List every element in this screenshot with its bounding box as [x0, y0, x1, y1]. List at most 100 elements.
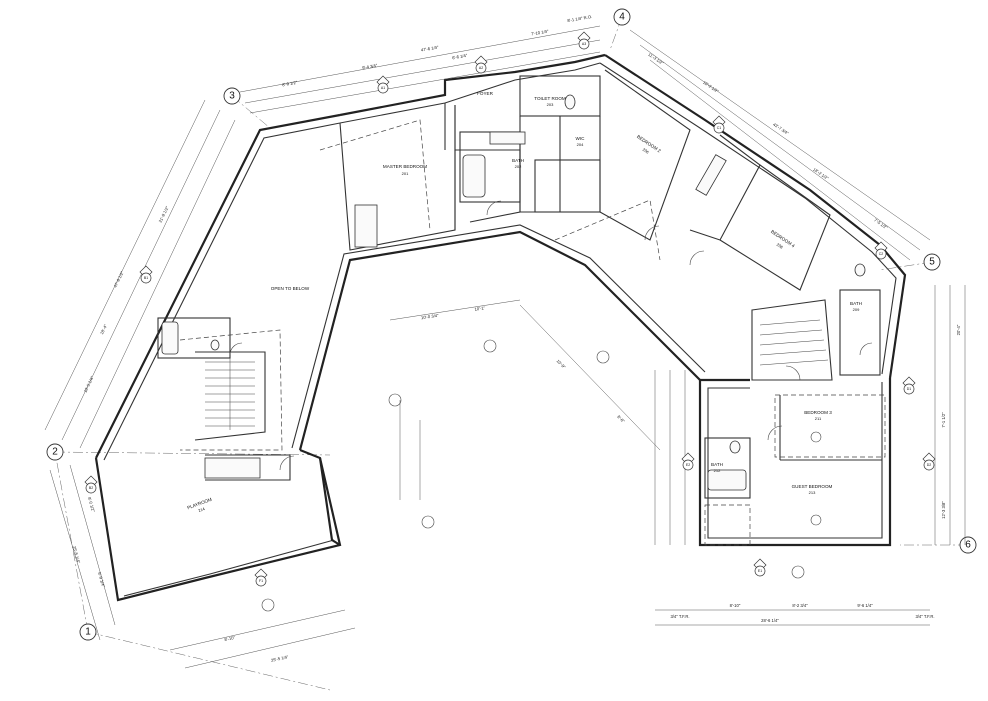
- dim-bottom-b: 8'-2 3/4": [792, 603, 808, 608]
- room-wic: WIC: [576, 136, 586, 141]
- svg-text:C1: C1: [717, 126, 722, 130]
- bath-4-toilet: [854, 263, 866, 277]
- dim-corridor-a: 10'-0 3/4": [421, 313, 440, 320]
- dim-low-left-a: 8'-0 1/2": [87, 497, 96, 514]
- room-open-to-below: OPEN TO BELOW: [271, 286, 310, 291]
- guest-toilet: [729, 440, 741, 454]
- svg-text:D2: D2: [927, 463, 932, 467]
- dim-bottom-tfr-r: 3/4" T.F.R.: [915, 614, 934, 619]
- svg-text:E2: E2: [686, 463, 690, 467]
- tag-e1: E1: [753, 558, 767, 577]
- dim-bottom-overall: 28'-6 1/4": [761, 618, 779, 623]
- section-tags: A1 A2 A3 B1 B2 C1 C2 D1 D2 E1 E2 F1: [84, 31, 936, 612]
- room-labels: MASTER BEDROOM 201 BATH 202 TOILET ROOM …: [187, 91, 862, 513]
- room-bath-4-num: 209: [853, 307, 860, 312]
- svg-text:3: 3: [229, 91, 235, 102]
- stair: [205, 319, 829, 430]
- svg-text:C2: C2: [879, 252, 884, 256]
- dim-top-e: 8'-1 1/4" R.O.: [567, 14, 593, 23]
- grid-bubble-2: 2: [46, 443, 64, 461]
- fixtures: [161, 94, 866, 491]
- grid-bubble-3: 3: [223, 87, 241, 105]
- dim-right-stack-c: 7'-1 1/2": [941, 412, 946, 428]
- dim-bottom-tfr-l: 3/4" T.F.R.: [670, 614, 689, 619]
- dim-right-d: 11'-3 1/2": [647, 52, 665, 66]
- playroom-cabinet: [204, 457, 261, 479]
- dim-top-b: 9'-4 3/4": [362, 63, 378, 71]
- stair-bath-tub: [161, 321, 179, 355]
- room-wic-num: 204: [577, 142, 584, 147]
- dim-bottom-c: 9'-6 1/4": [857, 603, 873, 608]
- dimension-lines: [44, 25, 966, 669]
- dim-low-left-overall: 25'-5 1/4": [72, 545, 82, 564]
- tag-a3: A3: [577, 31, 591, 50]
- dim-left-overall: 47'-8 1/2": [113, 270, 125, 289]
- svg-text:F1: F1: [259, 579, 263, 583]
- grid-bubble-1: 1: [79, 623, 97, 641]
- grid-bubble-6: 6: [959, 536, 977, 554]
- svg-text:2: 2: [52, 447, 58, 458]
- tag-a2: A2: [474, 55, 488, 74]
- tag-d2: D2: [922, 452, 936, 471]
- ref-marker-g: [810, 431, 822, 443]
- grid-bubble-5: 5: [923, 253, 941, 271]
- svg-text:D1: D1: [907, 387, 912, 391]
- room-bath-guest: BATH: [711, 462, 723, 467]
- tag-e2: E2: [681, 452, 695, 471]
- door-swings: [229, 200, 873, 471]
- dim-top-d: 7'-10 1/4": [531, 28, 550, 36]
- tag-f1: F1: [254, 568, 268, 587]
- grid-bubble-4: 4: [613, 8, 631, 26]
- dim-right-a: 10'-2 1/2": [702, 80, 720, 94]
- svg-text:6: 6: [965, 540, 971, 551]
- interior-partitions: [157, 69, 882, 499]
- dim-top-overall: 47'-6 1/4": [421, 44, 440, 52]
- dim-left-b: 10'-5 1/4": [83, 375, 95, 394]
- room-guest-bedroom-num: 213: [809, 490, 816, 495]
- dim-bottom-skew-a: 8'-10": [224, 635, 236, 642]
- dim-bottom-a: 8'-10": [730, 603, 741, 608]
- svg-text:E1: E1: [758, 569, 762, 573]
- dim-low-left-b: 6'-9 1/4": [97, 572, 106, 589]
- dim-bottom-skew-b: 25'-5 1/4": [271, 654, 290, 663]
- dim-right-stack-b: 12'-3 3/8": [941, 501, 946, 519]
- room-bath-guest-num: 212: [714, 468, 721, 473]
- room-bedroom-2-num: 206: [642, 147, 651, 155]
- svg-text:A1: A1: [381, 86, 385, 90]
- tag-b2: B2: [84, 475, 98, 494]
- room-master-bedroom: MASTER BEDROOM: [383, 164, 427, 169]
- ref-marker-h: [810, 514, 822, 526]
- dim-right-c: 7'-5 1/2": [873, 217, 889, 230]
- svg-text:B2: B2: [89, 486, 93, 490]
- svg-text:5: 5: [929, 257, 935, 268]
- dashed-outlines: [179, 119, 886, 546]
- ref-marker-b: [596, 350, 610, 364]
- dim-top-c: 6'-6 1/4": [452, 53, 468, 61]
- tag-d1: D1: [902, 376, 916, 395]
- ref-marker-e: [261, 598, 275, 612]
- room-toilet: TOILET ROOM: [534, 96, 566, 101]
- tag-c1: C1: [712, 115, 726, 134]
- bedroom-4-vanity: [695, 154, 727, 196]
- ref-marker-a: [483, 339, 497, 353]
- master-desk: [354, 204, 378, 248]
- master-toilet: [564, 94, 576, 110]
- ref-marker-c: [388, 393, 402, 407]
- svg-text:B1: B1: [144, 276, 148, 280]
- room-master-bedroom-num: 201: [402, 171, 409, 176]
- room-bedroom-3-num: 211: [815, 416, 822, 421]
- guest-tub: [707, 469, 747, 491]
- master-tub: [462, 154, 486, 198]
- tag-c2: C2: [874, 241, 888, 260]
- room-foyer: FOYER: [477, 91, 494, 96]
- dim-corridor-c: 10'-9": [556, 358, 567, 369]
- stair-bath-toilet: [210, 339, 220, 351]
- dim-corridor-b: 10'-1": [474, 305, 486, 312]
- svg-text:A2: A2: [479, 66, 483, 70]
- room-bath-4: BATH: [850, 301, 862, 306]
- dim-left-a: 21'-8 1/2": [158, 205, 170, 224]
- ref-marker-d: [421, 515, 435, 529]
- room-bath-master-num: 202: [515, 164, 522, 169]
- room-bedroom-3: BEDROOM 3: [804, 410, 832, 415]
